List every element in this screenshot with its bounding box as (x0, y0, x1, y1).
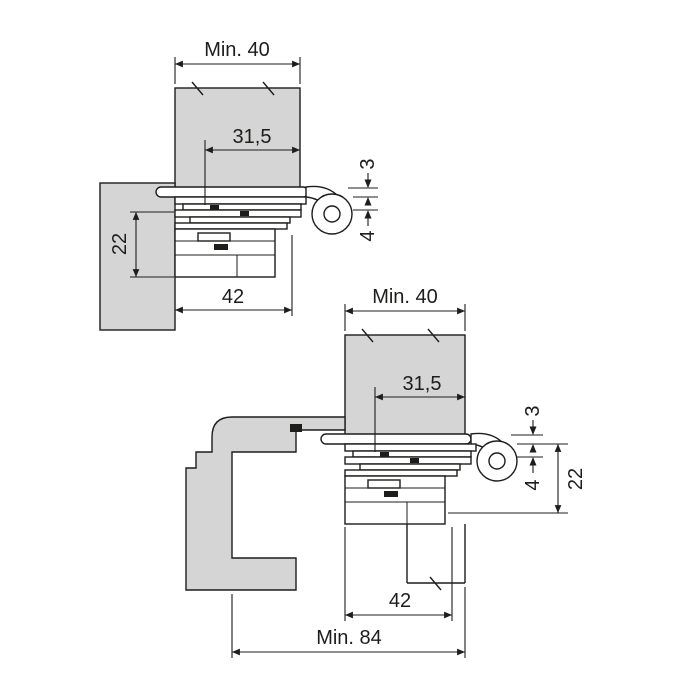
dim-label-min84: Min. 84 (316, 627, 382, 649)
screw-detail (240, 211, 249, 216)
door-panel (174, 87, 301, 189)
screw-detail (210, 205, 219, 210)
arrowhead-up (364, 197, 372, 206)
leaf-plate (359, 463, 461, 471)
knuckle-pin (488, 452, 506, 470)
knuckle-pin (323, 205, 341, 223)
dim-label-22: 22 (109, 233, 131, 255)
diagram-top: Min. 40 31,5 3 4 22 (99, 39, 379, 331)
door-panel (344, 334, 466, 436)
screw-detail (410, 458, 419, 463)
dim-label-22: 22 (565, 468, 587, 490)
arrowhead-down (529, 426, 537, 435)
screw-detail (384, 491, 398, 497)
screw-detail (214, 244, 228, 250)
frame-block (99, 182, 176, 331)
dim-plate-length: 42 (344, 527, 453, 621)
body-detail (197, 232, 231, 242)
dim-depth: 22 (448, 444, 587, 514)
leaf-plate (182, 203, 302, 211)
dim-label-42: 42 (222, 286, 244, 308)
dim-label-min40: Min. 40 (372, 286, 438, 308)
leaf-plate (189, 216, 291, 224)
arrowhead-up (529, 444, 537, 453)
break-mark (427, 328, 440, 343)
screw-detail (290, 424, 302, 432)
dim-label-min40: Min. 40 (204, 39, 270, 61)
body-detail (367, 479, 401, 489)
dim-cup-distance: 31,5 (204, 126, 300, 205)
leaf-plate (344, 469, 458, 477)
dim-min-door-width: Min. 40 (344, 286, 466, 331)
leaf-plate (174, 196, 307, 205)
dim-gap-and-offset: 3 4 (511, 405, 568, 491)
dim-label-4: 4 (357, 230, 379, 241)
break-mark (262, 81, 275, 96)
hinge-arm (155, 186, 309, 198)
dim-label-3: 3 (522, 405, 544, 416)
dim-depth: 22 (109, 211, 174, 278)
dim-cup-distance: 31,5 (374, 373, 465, 452)
dim-label-42: 42 (389, 590, 411, 612)
dim-label-4: 4 (522, 479, 544, 490)
hinge-arm (320, 433, 472, 445)
jamb-profile (185, 416, 346, 591)
screw-detail (380, 452, 389, 457)
diagram-bottom: Min. 40 31,5 3 4 22 (185, 286, 587, 658)
dim-label-31-5: 31,5 (233, 126, 272, 148)
arrowhead-down (364, 179, 372, 188)
dim-min-door-width: Min. 40 (174, 39, 301, 84)
break-mark (429, 576, 442, 591)
dim-plate-length: 42 (175, 235, 293, 316)
leaf-plate (344, 443, 477, 452)
hinge-assembly (320, 432, 518, 525)
dim-gap-and-offset: 3 4 (348, 158, 379, 242)
arrowhead-up (364, 210, 372, 219)
arrowhead-up (529, 457, 537, 466)
dim-min-frame-width: Min. 84 (231, 587, 466, 658)
door-leaf-continuation (406, 524, 466, 591)
leaf-plate (174, 222, 288, 230)
leaf-plate (344, 456, 472, 465)
leaf-plate (352, 450, 472, 458)
leaf-plate (174, 209, 302, 218)
dim-label-3: 3 (357, 158, 379, 169)
break-mark (191, 81, 204, 96)
hinge-assembly (155, 185, 353, 278)
break-mark (361, 328, 374, 343)
dim-label-31-5: 31,5 (403, 373, 442, 395)
